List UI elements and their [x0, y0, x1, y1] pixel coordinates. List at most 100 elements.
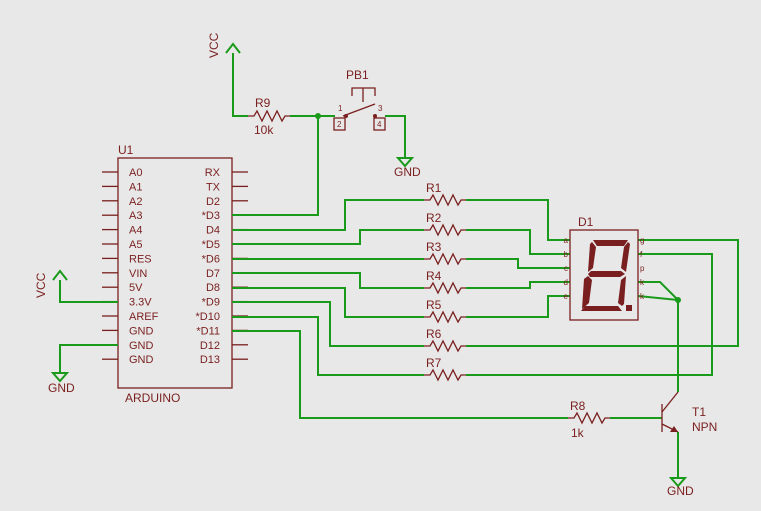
wire-k2 — [637, 295, 679, 301]
segment-dp — [626, 305, 632, 311]
wire-k1 — [638, 281, 679, 301]
pb1-pin1: 1 — [338, 104, 343, 113]
pb1-pin4: 4 — [377, 120, 382, 129]
arduino-left-pin-label: 3.3V — [129, 297, 152, 309]
segment-c — [618, 276, 626, 306]
segment-a — [593, 240, 628, 246]
segment-e — [582, 276, 592, 309]
gnd-label: GND — [667, 484, 694, 498]
arduino-right-pin-label: *D5 — [202, 239, 220, 251]
display-left-pin-label: b — [564, 250, 569, 259]
wire-button-gnd — [385, 115, 406, 158]
wire-d4 — [232, 229, 424, 245]
arduino-left-pin-label: GND — [129, 354, 154, 366]
resistor-ref: R1 — [426, 181, 442, 195]
display-right-pin-label: g — [640, 236, 644, 245]
resistor-r5: R5 — [424, 298, 466, 324]
arduino-ref: U1 — [118, 143, 134, 157]
resistor-ref: R2 — [426, 211, 442, 225]
resistor-r8: R8 1k — [568, 399, 610, 440]
gnd-label: GND — [394, 165, 421, 179]
arduino-left-pin-label: A5 — [129, 239, 142, 251]
t1-ref: T1 — [692, 405, 706, 419]
wire-r7-g — [466, 253, 713, 376]
vcc-label: VCC — [34, 272, 48, 298]
resistor-zigzag — [424, 281, 466, 295]
resistor-ref: R3 — [426, 240, 442, 254]
arduino-left-pin-label: GND — [129, 325, 154, 337]
wire-vcc-5v — [59, 280, 118, 303]
wire-node-d2 — [232, 116, 319, 216]
resistor-ref: R7 — [426, 356, 442, 370]
wire-d3 — [232, 199, 424, 231]
resistor-zigzag — [424, 193, 466, 207]
arduino-right-pin-label: *D3 — [202, 210, 220, 222]
arduino-right-pin-label: D4 — [206, 225, 220, 237]
segment-d — [581, 306, 622, 311]
segment-f — [588, 242, 596, 272]
wire-d6 — [232, 272, 424, 289]
r8-ref: R8 — [570, 399, 586, 413]
pushbutton-pb1: PB1 1 2 3 4 — [333, 68, 386, 131]
resistor-r7: R7 — [424, 356, 466, 382]
arduino-left-pin-label: A0 — [129, 167, 142, 179]
display-right-pin-label: k — [640, 278, 645, 287]
gnd-label: GND — [48, 381, 75, 395]
arduino-right-pin-label: *D10 — [196, 311, 220, 323]
transistor-t1: T1 NPN — [661, 391, 717, 434]
resistor-zigzag — [424, 339, 466, 353]
resistor-zigzag — [424, 368, 466, 382]
resistor-r9: R9 10k — [248, 96, 290, 137]
pb1-pin2: 2 — [337, 120, 342, 129]
arduino-symbol: U1 ARDUINO A0A1A2A3A4A5RESVIN5V3.3VAREFG… — [102, 143, 248, 405]
resistor-ref: R6 — [426, 327, 442, 341]
wire-r4-d — [466, 281, 570, 289]
segment-b — [621, 242, 630, 272]
resistor-r4: R4 — [424, 269, 466, 295]
wire-r6-f — [466, 239, 739, 347]
arduino-right-pin-label: D7 — [206, 268, 220, 280]
display-left-pin-label: d — [564, 278, 568, 287]
display-body — [569, 229, 639, 321]
resistor-r3: R3 — [424, 240, 466, 266]
display-right-pin-label: p — [640, 264, 645, 273]
resistor-ref: R4 — [426, 269, 442, 283]
r8-value: 1k — [571, 426, 585, 440]
arduino-left-pin-label: GND — [129, 340, 154, 352]
arduino-right-pin-label: D12 — [200, 340, 220, 352]
vcc-label: VCC — [207, 32, 221, 58]
arduino-right-pin-label: *D11 — [196, 325, 220, 337]
arduino-right-pin-label: D2 — [206, 196, 220, 208]
arduino-left-pin-label: AREF — [129, 311, 159, 323]
resistor-zigzag — [424, 252, 466, 266]
t1-type: NPN — [692, 420, 717, 434]
wire-r1-a — [466, 199, 570, 241]
arduino-left-pin-label: A2 — [129, 196, 142, 208]
arduino-left-pin-label: A3 — [129, 210, 142, 222]
arduino-right-pin-label: D13 — [200, 354, 220, 366]
r9-value: 10k — [254, 123, 274, 137]
wire-d10 — [232, 330, 568, 419]
pb1-pin3: 3 — [378, 104, 383, 113]
display-left-pin-label: e — [564, 292, 569, 301]
arduino-left-pin-label: A4 — [129, 225, 142, 237]
gnd-symbol-arduino: GND — [48, 372, 75, 395]
gnd-symbol-button: GND — [394, 157, 421, 179]
wire-r3-c — [466, 258, 570, 269]
resistor-r2: R2 — [424, 211, 466, 237]
arduino-left-pin-label: 5V — [129, 282, 143, 294]
resistor-zigzag — [424, 223, 466, 237]
arduino-right-pin-label: D8 — [206, 282, 220, 294]
wire-d7 — [232, 287, 424, 318]
resistor-r1: R1 — [424, 181, 466, 207]
wire-arduino-gnd — [59, 344, 118, 373]
arduino-left-pin-label: A1 — [129, 181, 142, 193]
resistor-r6: R6 — [424, 327, 466, 353]
arduino-left-pin-label: RES — [129, 253, 152, 265]
